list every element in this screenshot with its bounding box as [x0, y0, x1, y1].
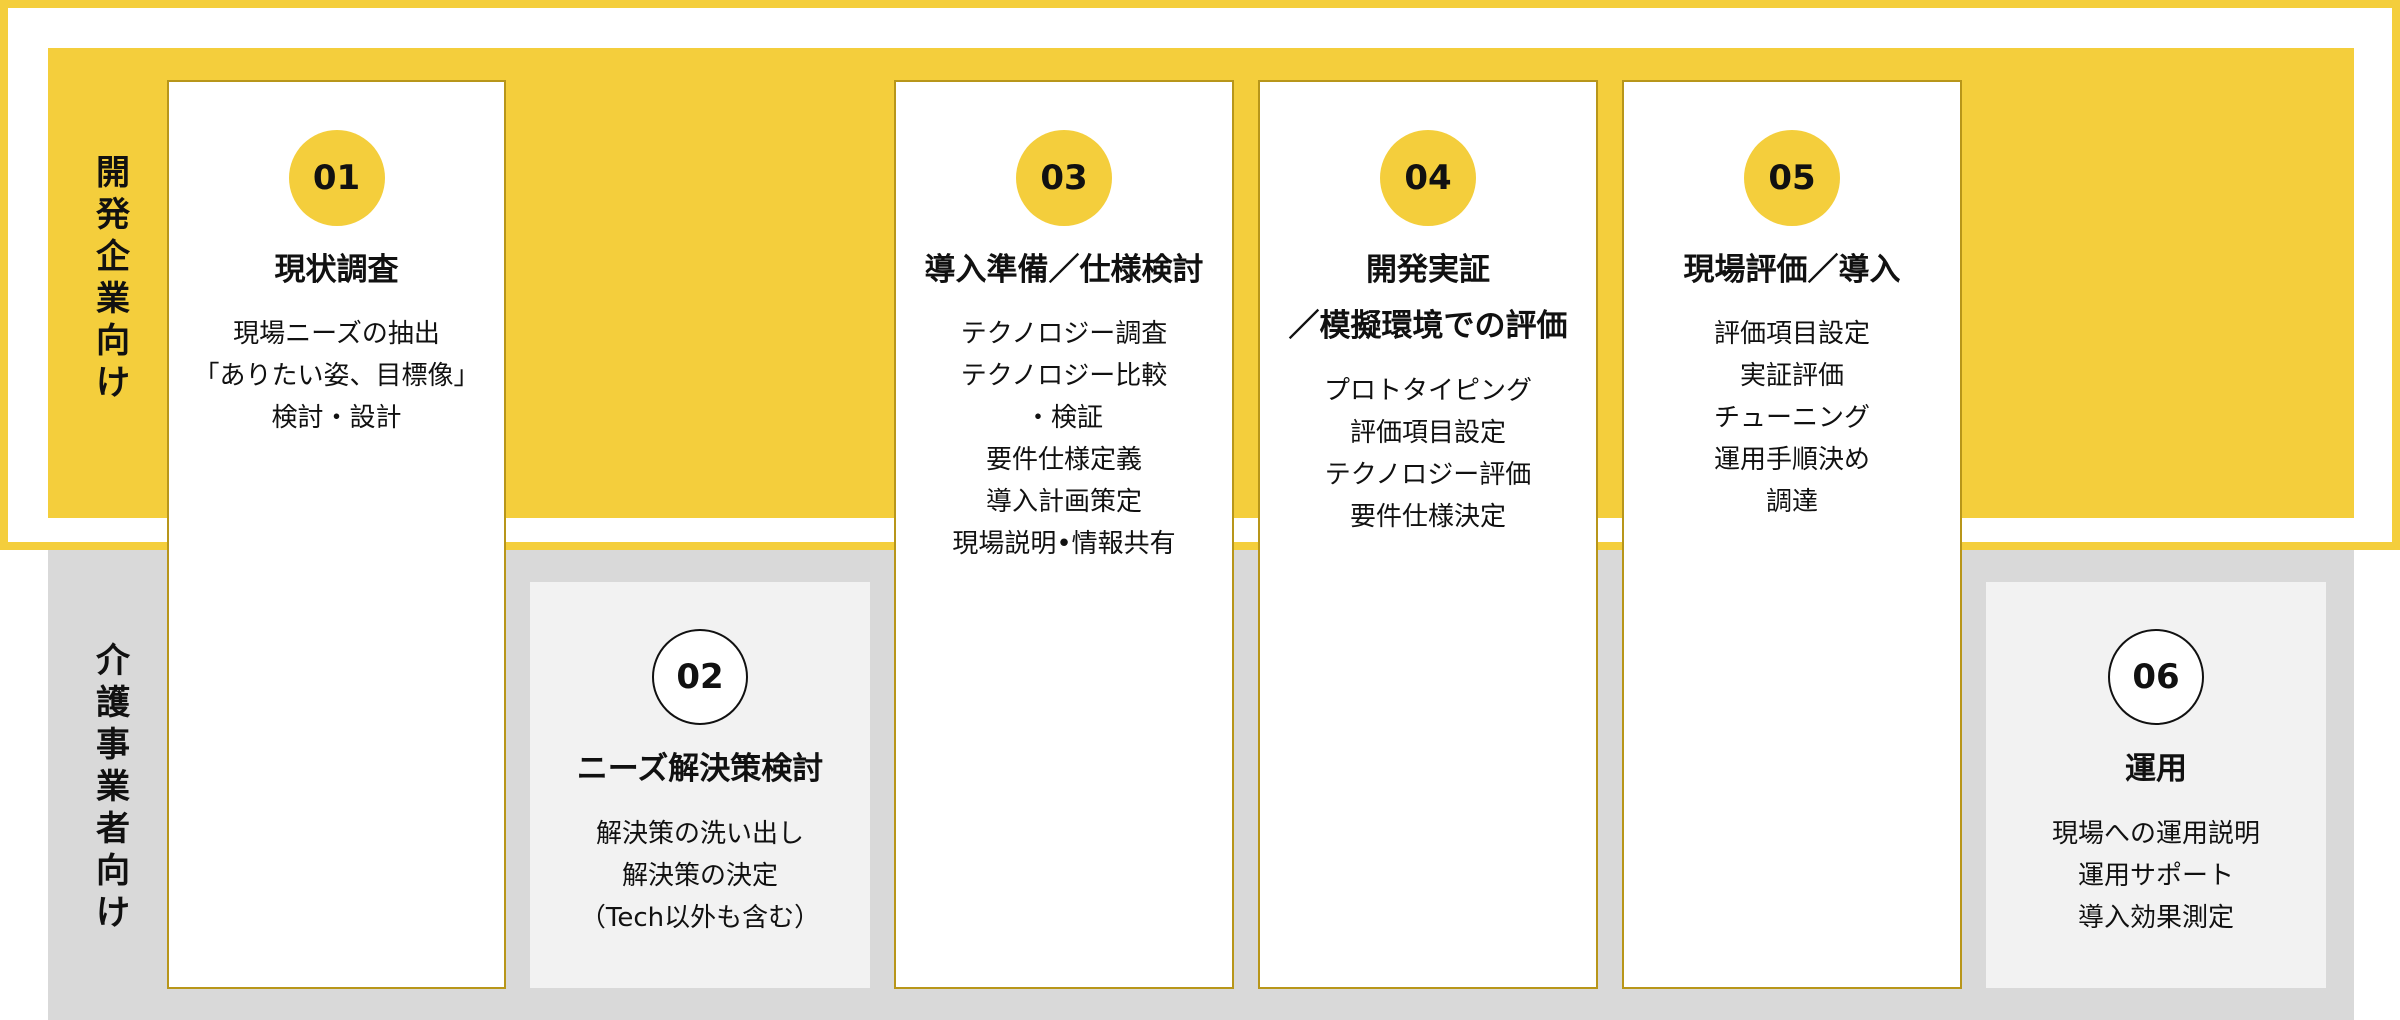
step-item: 「ありたい姿、目標像」 — [193, 361, 480, 391]
step-item: 調達 — [1765, 487, 1818, 517]
step-item: 評価項目設定 — [1349, 418, 1506, 448]
row-label-char: 者 — [96, 809, 130, 849]
step-item: 現場ニーズの抽出 — [233, 319, 440, 349]
step-number-badge: 03 — [1016, 130, 1112, 226]
step-card-02: 02 ニーズ解決策検討 解決策の洗い出し 解決策の決定 （Tech以外も含む） — [530, 582, 870, 988]
row-label-char: 事 — [96, 725, 130, 765]
row-label-char: 発 — [96, 195, 130, 235]
step-title-line: 現場評価／導入 — [1683, 252, 1901, 288]
step-card-03: 03 導入準備／仕様検討 テクノロジー調査 テクノロジー比較 ・検証 要件仕様定… — [894, 80, 1234, 989]
step-items: 現場への運用説明 運用サポート 導入効果測定 — [1986, 813, 2326, 939]
step-title-line: ニーズ解決策検討 — [576, 751, 824, 787]
step-item: 要件仕様決定 — [1349, 502, 1506, 532]
row-label-char: け — [96, 893, 130, 933]
step-item: 導入効果測定 — [2077, 903, 2234, 933]
step-number-badge: 04 — [1380, 130, 1476, 226]
row-label-char: 開 — [96, 153, 130, 193]
step-title-line: ／模擬環境での評価 — [1288, 308, 1568, 344]
step-card-04: 04 開発実証 ／模擬環境での評価 プロトタイピング 評価項目設定 テクノロジー… — [1258, 80, 1598, 989]
step-item: 現場説明•情報共有 — [952, 529, 1176, 559]
row-label-care-provider: 介 護 事 業 者 向 け — [83, 640, 143, 934]
step-item: 運用サポート — [2077, 861, 2234, 891]
step-number-badge: 02 — [652, 629, 748, 725]
step-item: チューニング — [1713, 403, 1870, 433]
step-item: プロトタイピング — [1323, 376, 1532, 406]
step-number-badge: 05 — [1744, 130, 1840, 226]
step-item: 導入計画策定 — [985, 487, 1142, 517]
row-label-developer: 開 発 企 業 向 け — [83, 152, 143, 404]
row-label-char: 業 — [96, 767, 130, 807]
step-item: 現場への運用説明 — [2051, 819, 2260, 849]
step-title: 開発実証 ／模擬環境での評価 — [1260, 242, 1596, 354]
step-item: テクノロジー評価 — [1324, 460, 1532, 490]
step-item: （Tech以外も含む） — [579, 903, 821, 933]
step-number-badge: 01 — [288, 130, 385, 226]
step-items: 解決策の洗い出し 解決策の決定 （Tech以外も含む） — [530, 813, 870, 939]
step-items: プロトタイピング 評価項目設定 テクノロジー評価 要件仕様決定 — [1260, 370, 1596, 538]
row-label-char: 向 — [96, 851, 130, 891]
step-items: テクノロジー調査 テクノロジー比較 ・検証 要件仕様定義 導入計画策定 現場説明… — [896, 313, 1232, 565]
step-item: 実証評価 — [1739, 361, 1844, 391]
step-title: 運用 — [1986, 741, 2326, 797]
step-items: 評価項目設定 実証評価 チューニング 運用手順決め 調達 — [1624, 313, 1960, 523]
step-item: 解決策の決定 — [621, 861, 778, 891]
step-card-05: 05 現場評価／導入 評価項目設定 実証評価 チューニング 運用手順決め 調達 — [1622, 80, 1962, 989]
step-item: 運用手順決め — [1713, 445, 1870, 475]
step-title: 現場評価／導入 — [1624, 242, 1960, 298]
step-title-line: 導入準備／仕様検討 — [924, 252, 1204, 288]
step-card-06: 06 運用 現場への運用説明 運用サポート 導入効果測定 — [1986, 582, 2326, 988]
row-label-char: 護 — [96, 683, 130, 723]
step-item: 解決策の洗い出し — [595, 819, 804, 849]
step-item: 検討・設計 — [271, 403, 402, 433]
step-title: 導入準備／仕様検討 — [896, 242, 1232, 298]
row-label-char: 向 — [96, 321, 130, 361]
row-label-char: 企 — [96, 237, 130, 277]
step-title: 現状調査 — [169, 242, 504, 298]
step-title-line: 開発実証 — [1366, 252, 1490, 288]
step-item: テクノロジー調査 — [960, 319, 1168, 349]
step-items: 現場ニーズの抽出 「ありたい姿、目標像」 検討・設計 — [169, 313, 504, 439]
step-item: ・検証 — [1024, 403, 1103, 433]
step-card-01: 01 現状調査 現場ニーズの抽出 「ありたい姿、目標像」 検討・設計 — [167, 80, 506, 989]
step-title-line: 運用 — [2125, 751, 2187, 787]
step-item: テクノロジー比較 — [960, 361, 1168, 391]
row-label-char: 介 — [96, 641, 130, 681]
step-title-line: 現状調査 — [274, 252, 399, 288]
row-label-char: 業 — [96, 279, 130, 319]
step-item: 評価項目設定 — [1713, 319, 1870, 349]
step-title: ニーズ解決策検討 — [530, 741, 870, 797]
row-label-char: け — [96, 363, 130, 403]
step-number-badge: 06 — [2108, 629, 2204, 725]
step-item: 要件仕様定義 — [985, 445, 1142, 475]
